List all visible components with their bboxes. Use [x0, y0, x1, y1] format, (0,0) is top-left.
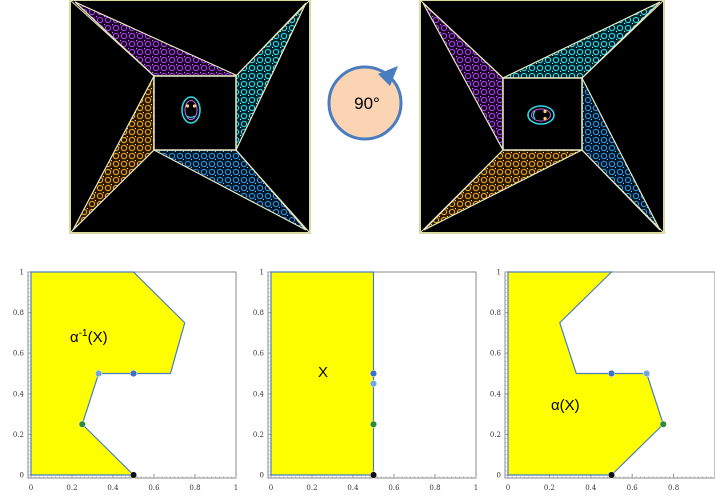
y-tick-label: 0.6 [13, 350, 25, 358]
y-tick-label: 0 [497, 472, 501, 480]
x-tick-label: 0 [506, 484, 510, 492]
y-tick-label: 0.4 [490, 390, 502, 398]
x-tick-label: 0.6 [388, 484, 400, 492]
y-tick-label: 1 [260, 269, 264, 277]
center-square [153, 75, 237, 151]
face-icon [181, 96, 201, 124]
region-polygon [270, 271, 375, 476]
region-label: X [318, 364, 328, 381]
y-tick-label: 0 [20, 472, 24, 480]
x-tick-label: 0.8 [429, 484, 440, 492]
x-tick-label: 0.8 [189, 484, 200, 492]
vertex-point [129, 369, 138, 378]
y-tick-label: 0.2 [253, 431, 264, 439]
vertex-point [659, 420, 667, 428]
vertex-point [643, 369, 651, 378]
x-tick-label: 0.2 [306, 484, 317, 492]
vertex-point [369, 420, 378, 428]
plot-1: 0 0.2 0.4 0.6 0.8 1 0 0.2 0.4 0.6 0.8 1 α-1(X) [13, 269, 238, 493]
vertex-point [607, 369, 616, 378]
x-tick-label: 0.2 [544, 484, 555, 492]
region-polygon [30, 271, 186, 476]
vertex-point [129, 471, 138, 479]
plot-3: 0 0.2 0.4 0.6 0.8 0 0.2 0.4 0.6 0.8 1 α(X) [490, 269, 715, 492]
x-tick-label: 0.4 [347, 484, 359, 492]
y-tick-label: 0.8 [490, 309, 501, 317]
vertex-point [95, 369, 103, 378]
vertex-point [607, 471, 616, 479]
x-tick-label: 0.6 [627, 484, 639, 492]
rotation-indicator: 90° [327, 65, 403, 141]
y-tick-label: 0.2 [490, 431, 501, 439]
x-tick-label: 0 [29, 484, 33, 492]
x-tick-label: 1 [234, 484, 238, 492]
y-tick-label: 0.6 [253, 350, 265, 358]
rotation-arrow-icon [378, 66, 398, 86]
y-tick-label: 0.8 [253, 309, 264, 317]
x-tick-label: 0.4 [585, 484, 597, 492]
x-tick-label: 0 [269, 484, 273, 492]
region-label: α(X) [551, 397, 580, 414]
vertex-point [369, 369, 378, 378]
x-tick-label: 1 [474, 484, 478, 492]
y-tick-label: 0.6 [490, 350, 502, 358]
vertex-point [78, 420, 86, 428]
x-tick-label: 0.6 [148, 484, 160, 492]
vertex-point [369, 380, 378, 388]
pinwheel-rotated [419, 0, 665, 234]
y-tick-label: 0.8 [13, 309, 24, 317]
center-square [502, 77, 583, 151]
face-icon [527, 105, 555, 125]
y-tick-label: 0.4 [13, 390, 25, 398]
x-tick-label: 0.2 [66, 484, 77, 492]
plots: 0 0.2 0.4 0.6 0.8 1 0 0.2 0.4 0.6 0.8 1 α-1(X) 0 0.2 0.… [13, 269, 715, 493]
region-polygon [507, 271, 664, 476]
x-tick-label: 0.8 [668, 484, 679, 492]
vertex-point [369, 471, 378, 479]
y-tick-label: 0.4 [253, 390, 265, 398]
pinwheel-original [69, 0, 311, 234]
rotation-label: 90° [354, 94, 380, 113]
x-tick-label: 0.4 [107, 484, 119, 492]
y-tick-label: 1 [497, 269, 501, 277]
y-tick-label: 0.2 [13, 431, 24, 439]
y-tick-label: 1 [20, 269, 24, 277]
y-tick-label: 0 [260, 472, 264, 480]
region-label: α-1(X) [70, 328, 108, 346]
